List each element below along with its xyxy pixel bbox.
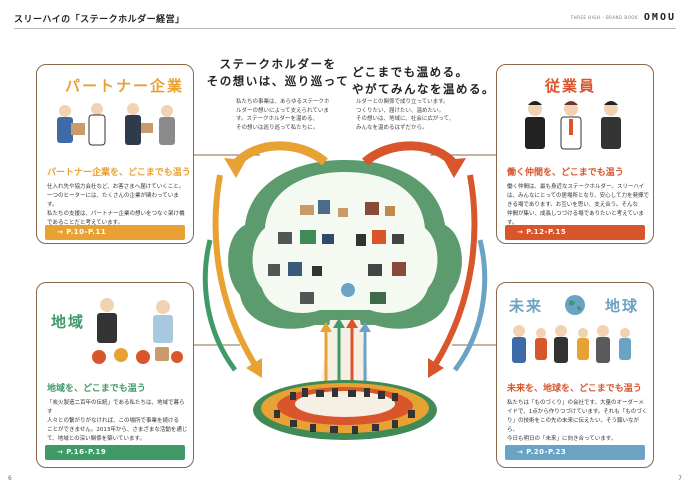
- card-future-title-right: 地球: [605, 297, 640, 315]
- card-region-body: 「炭火製造二百年の伝統」である私たちは、地域で暮らす 人々との繋がりがなければ、…: [47, 399, 189, 444]
- center-body-left-line: す。ステークホルダーを温める、: [236, 116, 318, 122]
- card-employee-body-line: 働く仲間は、最も身近なステークホルダー。スリーハイ: [507, 184, 645, 190]
- card-future-body-line: 私たちは「ものづくり」の会社です。大量のオーダーメ: [507, 400, 644, 406]
- card-region-heading: 地域を、どこまでも温う: [47, 384, 146, 394]
- card-region-body-line: て、地域との深い関係を築いています。: [47, 436, 145, 442]
- center-body-left-line: ルダーの想いによって支えられていま: [236, 107, 329, 114]
- card-future: 未来 地球 未来を、地球を、どこまでも温う 私たちは「ものづくり」の会社です。大…: [496, 282, 654, 468]
- arrow-to-employee: [362, 141, 459, 169]
- card-employee-body: 働く仲間は、最も身近なステークホルダー。スリーハイ は、みんなにとっての居場所と…: [507, 183, 649, 228]
- earth-icon: [565, 295, 585, 315]
- card-partner-body-line: であることだと考えています。: [47, 220, 124, 226]
- canopy-vignettes: [268, 200, 406, 304]
- card-future-heading: 未来を、地球を、どこまでも温う: [507, 384, 642, 394]
- center-body-right-line: つくりたい、届けたい、温めたい。: [356, 107, 445, 114]
- tree-trunk: [320, 320, 370, 385]
- card-employee-page-link[interactable]: → P.12-P.15: [505, 225, 645, 240]
- arrow-to-partner: [231, 141, 328, 169]
- center-body-right: ルダーとの関係で成り立っています。 つくりたい、届けたい、温めたい。 その想いは…: [356, 98, 466, 132]
- card-region-body-line: 人々との繋がりがなければ、この場所で事業を続ける: [47, 418, 179, 424]
- card-region: 地域 地域を、どこまでも温う 「炭火製造二百年の伝統」である私たちは、地域で暮ら…: [36, 282, 194, 468]
- card-employee-body-line: きる場であります。お互いを思い、支え合う。そんな: [507, 202, 638, 208]
- center-heading-right-line1: どこまでも温める。: [352, 65, 469, 79]
- card-partner-title: パートナー企業: [65, 77, 185, 95]
- center-body-right-line: ルダーとの関係で成り立っています。: [356, 99, 449, 105]
- card-future-body: 私たちは「ものづくり」の会社です。大量のオーダーメ イドで、1点から作りつづけて…: [507, 399, 649, 444]
- card-future-body-line: イドで、1点から作りつづけています。それも「ものづく: [507, 409, 648, 415]
- card-partner-heading: パートナー企業を、どこまでも温う: [47, 168, 191, 178]
- tree-canopy: [228, 160, 462, 329]
- card-region-body-line: 「炭火製造二百年の伝統」である私たちは、地域で暮らす: [47, 400, 185, 415]
- arrow-employee-down-head: [428, 358, 444, 378]
- card-employee: 従業員 働く仲間を、どこまでも温う 働く仲間は、最も身近なステークホルダー。スリ…: [496, 64, 654, 244]
- card-employee-heading: 働く仲間を、どこまでも温う: [507, 168, 624, 178]
- ring-figures: [274, 388, 415, 434]
- upward-arrows: [320, 318, 371, 385]
- center-body-left-line: その想いは巡り巡って私たちに。: [236, 124, 319, 131]
- card-partner: パートナー企業 パートナー企業を、どこまでも温う 仕入れ先や協力会社など、お客さ…: [36, 64, 194, 244]
- partner-people-illustration: [57, 103, 175, 146]
- center-heading-right: どこまでも温める。 やがてみんなを温める。: [352, 64, 512, 98]
- arrow-to-partner-head: [224, 158, 246, 178]
- card-future-page-link[interactable]: → P.20-P.23: [505, 445, 645, 460]
- card-region-body-line: ことができません。2013年から、さまざまな活動を通じ: [47, 427, 188, 433]
- page-title: スリーハイの「ステークホルダー経営」: [14, 15, 185, 25]
- card-future-title-left: 未来: [509, 297, 544, 315]
- center-body-left-line: 私たちの事業は、あらゆるステークホ: [236, 99, 330, 105]
- card-partner-body-line: 一つのヒーターには、たくさんの企業が関わっています。: [47, 193, 179, 208]
- card-partner-body-line: 仕入れ先や協力会社など、お客さまへ届けていくこと。: [47, 184, 185, 190]
- employee-people-illustration: [525, 101, 621, 150]
- card-employee-body-line: は、みんなにとっての居場所となり、安心して力を発揮で: [507, 193, 650, 199]
- arrow-to-employee-head: [444, 158, 466, 178]
- brand-logo: OMOU: [643, 12, 676, 23]
- card-partner-body-line: 私たちの支援は、パートナー企業の想いをつなぐ架け橋: [47, 211, 185, 217]
- card-employee-body-line: 仲間が集い、成長しつづける場でありたいと考えています。: [507, 211, 644, 226]
- page-number-right: 7: [678, 475, 682, 482]
- arrow-employee-down: [432, 174, 478, 367]
- arrow-partner-down-head: [246, 358, 262, 378]
- card-partner-body: 仕入れ先や協力会社など、お客さまへ届けていくこと。 一つのヒーターには、たくさん…: [47, 183, 189, 228]
- center-body-right-line: みんなを温めるはずだから。: [356, 124, 428, 131]
- card-employee-title: 従業員: [545, 77, 597, 95]
- future-people-illustration: [512, 325, 631, 363]
- center-body-left: 私たちの事業は、あらゆるステークホ ルダーの想いによって支えられていま す。ステ…: [236, 98, 336, 132]
- arrow-future-up: [452, 239, 488, 372]
- card-future-body-line: 今日も明日の「未来」に向き合っています。: [507, 436, 617, 442]
- brand-subtitle: THREE HIGH - BRAND BOOK: [570, 15, 638, 20]
- center-heading-right-line2: やがてみんなを温める。: [352, 82, 495, 96]
- center-heading-left-line2: その想いは、巡り巡って: [206, 74, 350, 88]
- header-rule: [14, 28, 676, 29]
- region-people-illustration: [92, 298, 183, 364]
- card-region-page-link[interactable]: → P.16-P.19: [45, 445, 185, 460]
- arrow-partner-down: [212, 174, 258, 367]
- card-future-body-line: り」の技術をこの先の未来に伝えたい。そう願いながら、: [507, 418, 640, 433]
- page-number-left: 6: [8, 475, 12, 482]
- center-heading-left: ステークホルダーを その想いは、巡り巡って: [198, 56, 358, 90]
- arrow-region-up: [202, 239, 238, 372]
- center-body-right-line: その想いは、地域に、社会に広がって、: [356, 116, 455, 122]
- center-heading-left-line1: ステークホルダーを: [219, 57, 337, 71]
- card-region-title: 地域: [51, 313, 86, 331]
- card-partner-page-link[interactable]: → P.10-P.11: [45, 225, 185, 240]
